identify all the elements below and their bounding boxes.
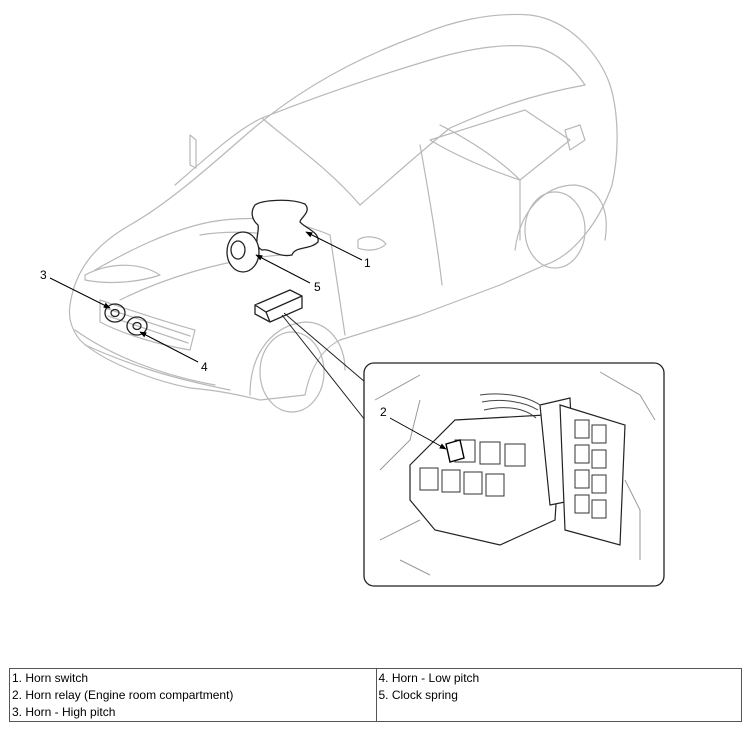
clock-spring-shape	[226, 231, 260, 273]
horn-system-diagram: 1 2 3 4 5	[40, 13, 665, 587]
legend-column-right: 4. Horn - Low pitch 5. Clock spring	[375, 669, 742, 721]
car-illustration	[68, 13, 618, 413]
legend-item-clock-spring: 5. Clock spring	[378, 688, 458, 702]
callout-1: 1	[364, 256, 371, 270]
callout-4: 4	[201, 360, 208, 374]
horn-relay-in-inset	[445, 439, 465, 463]
callout-3: 3	[40, 268, 47, 282]
horn-switch-shape	[251, 199, 319, 257]
callout-5: 5	[314, 280, 321, 294]
legend-item-horn-low-pitch: 4. Horn - Low pitch	[378, 671, 480, 685]
legend-item-horn-relay: 2. Horn relay (Engine room compartment)	[12, 688, 234, 702]
horn-low-pitch-shape	[126, 316, 148, 336]
legend-column-left: 1. Horn switch 2. Horn relay (Engine roo…	[10, 669, 376, 721]
engine-room-inset	[363, 362, 665, 587]
legend-item-horn-high-pitch: 3. Horn - High pitch	[12, 705, 116, 719]
legend-table: 1. Horn switch 2. Horn relay (Engine roo…	[9, 668, 742, 722]
leader-lines	[49, 231, 447, 450]
callout-numbers: 1 2 3 4 5	[40, 256, 387, 419]
horn-high-pitch-shape	[104, 303, 126, 323]
callout-2: 2	[380, 405, 387, 419]
legend-item-horn-switch: 1. Horn switch	[12, 671, 89, 685]
inset-connector-lines	[281, 312, 366, 421]
horn-relay-shape	[254, 289, 303, 323]
